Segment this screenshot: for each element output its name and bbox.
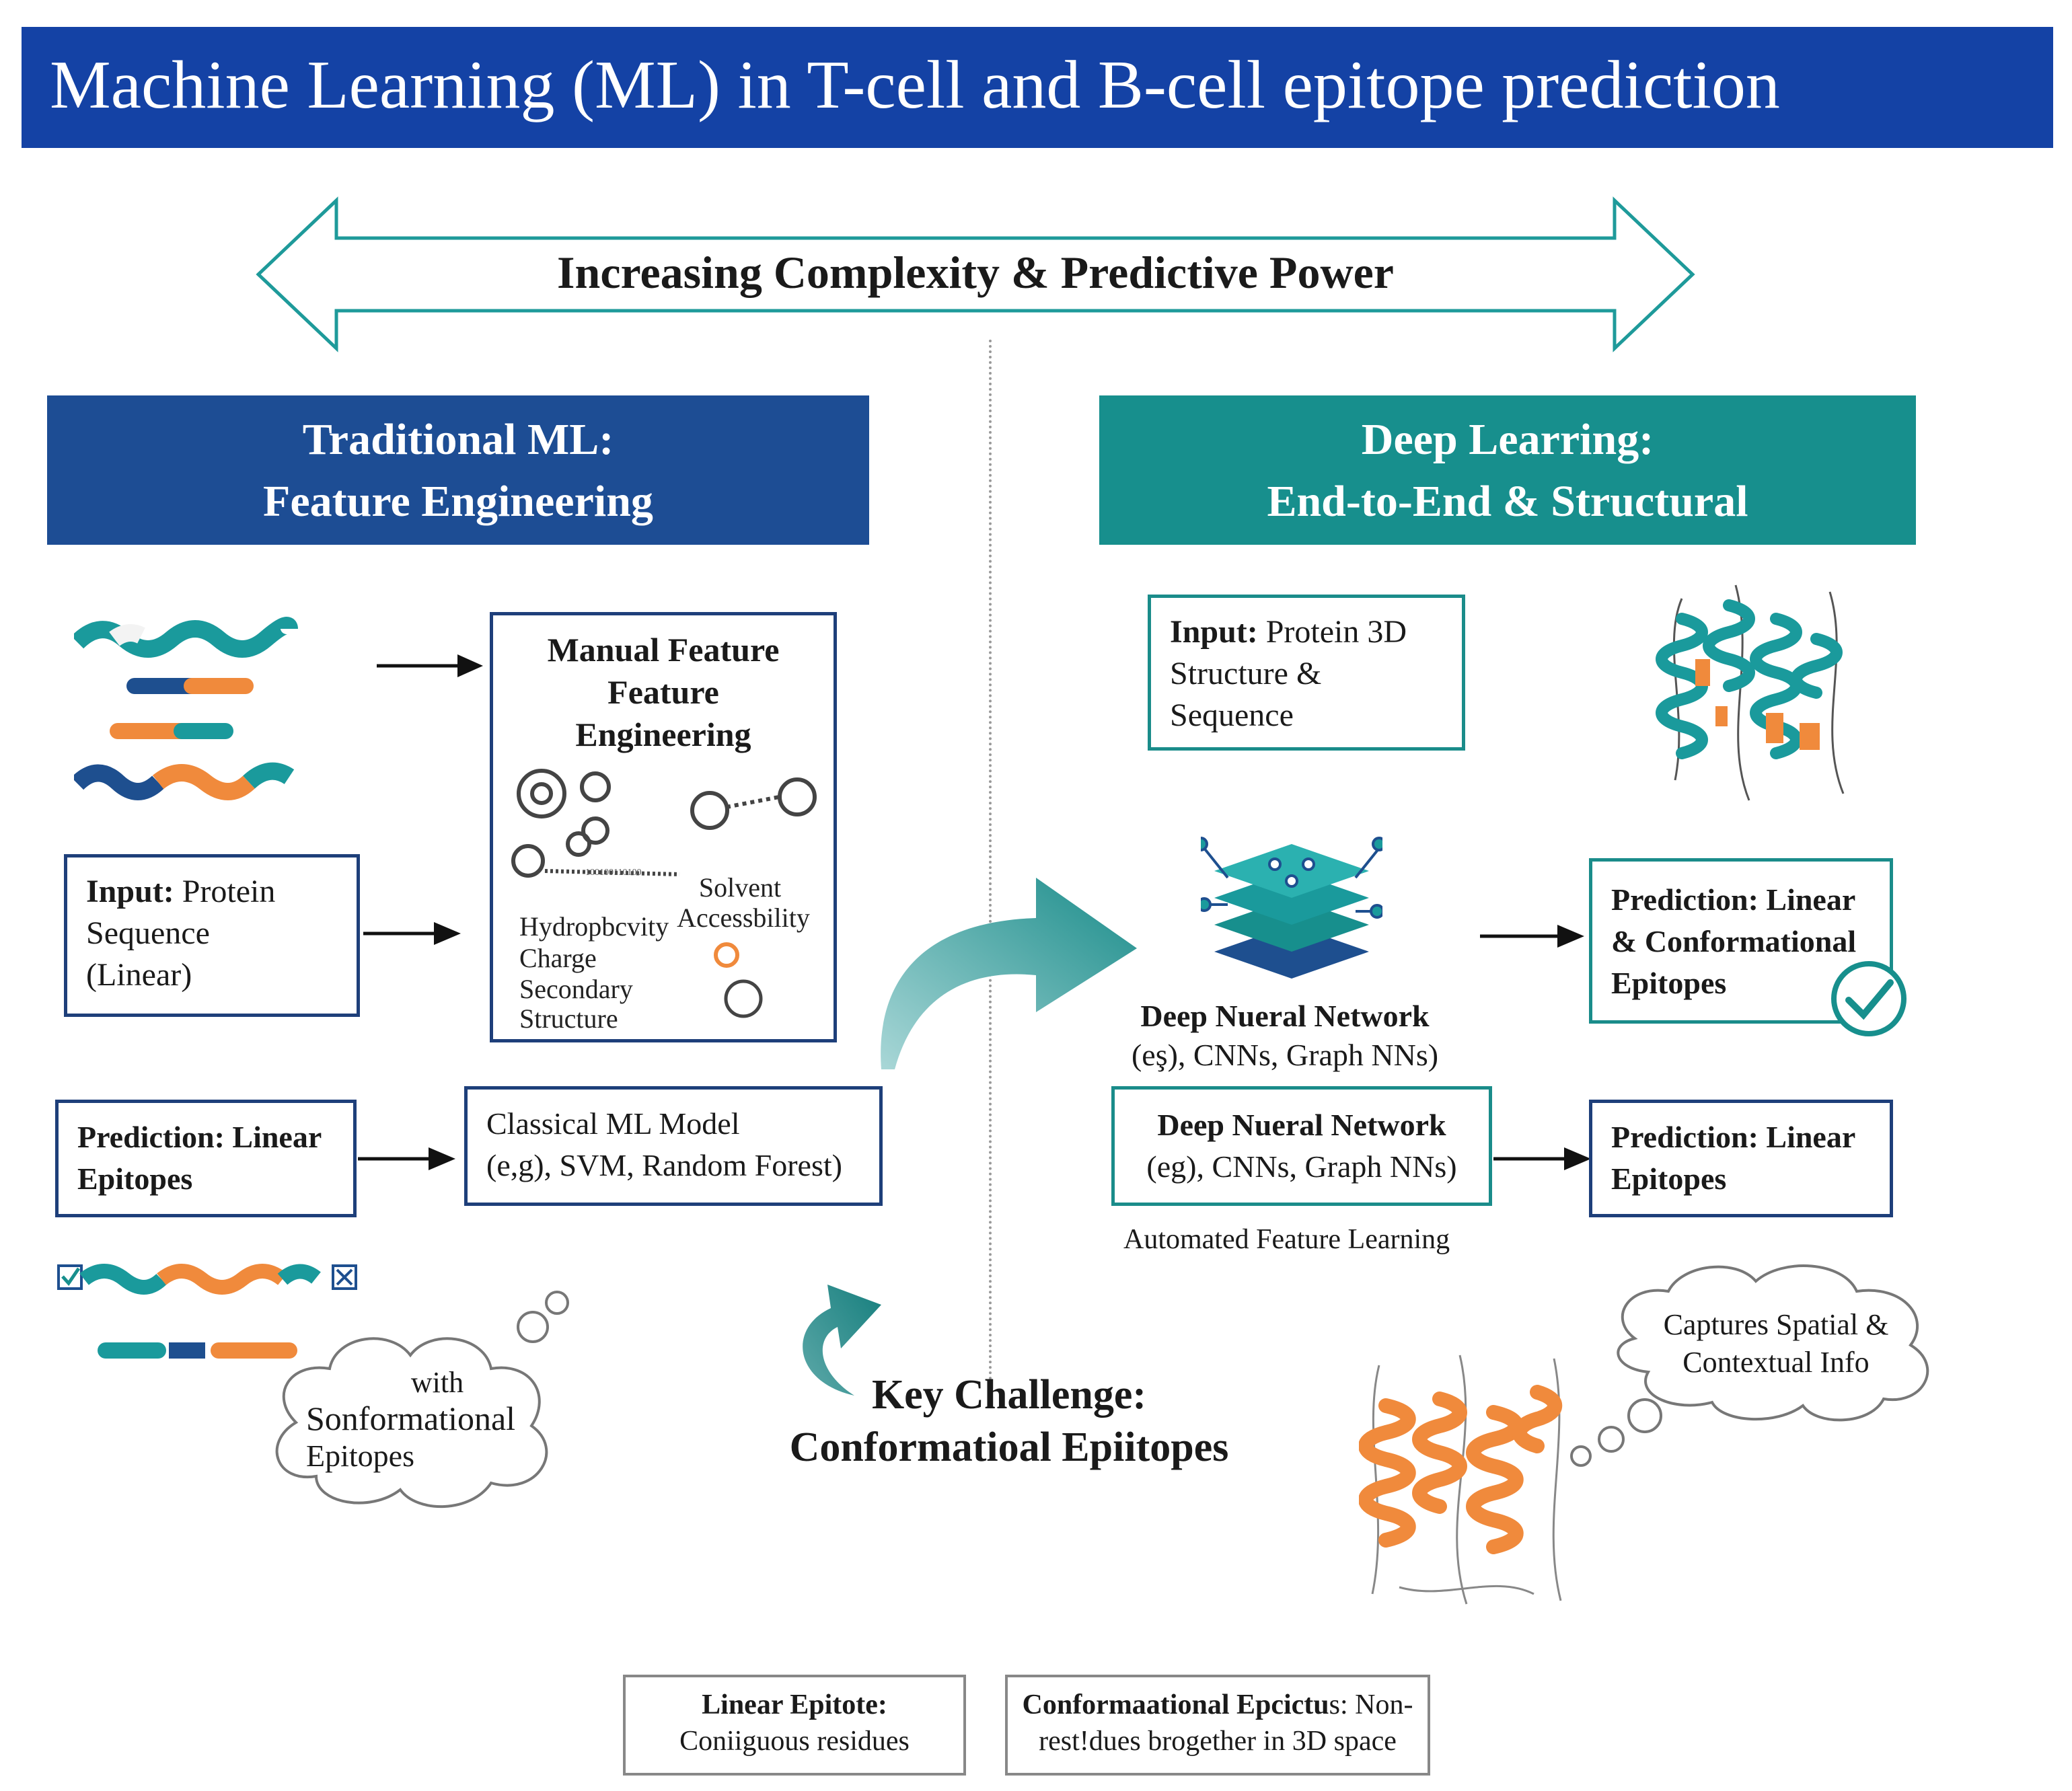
dnn-line: (eg), CNNs, Graph NNs): [1146, 1149, 1457, 1184]
prediction-line: Epitopes: [1611, 1161, 1727, 1196]
feature-hydro: Hydropbcvity: [519, 911, 669, 942]
epitope-wave-icon: [57, 1264, 357, 1359]
right-prediction-conf-box: Prediction: Linear & Conformational Epit…: [1589, 858, 1893, 1024]
legend-line: s: Non-: [1329, 1689, 1413, 1720]
prediction-line: Epitopes: [1611, 966, 1727, 1000]
key-challenge-line: Conformatioal Epiitopes: [789, 1424, 1229, 1470]
feature-accessibility: Accessbility: [677, 903, 810, 933]
deep-learning-header: Deep Learring: End-to-End & Structural: [1099, 395, 1916, 545]
key-challenge-line: Key Challenge:: [871, 1372, 1147, 1418]
dnn-caption: Deep Nueral Network (eş), CNNs, Graph NN…: [1076, 997, 1493, 1075]
manual-feature-line: Feature: [607, 673, 719, 711]
classical-line: Classical ML Model: [486, 1106, 740, 1141]
left-prediction-box: Prediction: Linear Epitopes: [55, 1100, 357, 1217]
header-line: Deep Learring:: [1361, 415, 1654, 464]
gears-icon: [511, 769, 817, 1018]
manual-feature-box: Manual Feature Feature Engineering: [490, 612, 837, 1042]
arrow-right-icon: [1480, 925, 1584, 948]
input-line: Structure &: [1170, 656, 1322, 691]
legend-line: Coniiguous residues: [679, 1726, 910, 1757]
input-text: Protein: [174, 874, 276, 909]
thought-cloud-icon: [1570, 1264, 1929, 1467]
classical-line: (e,g), SVM, Random Forest): [486, 1148, 842, 1182]
header-line: Feature Engineering: [263, 477, 653, 526]
cloud-line: Contextual Info: [1682, 1346, 1870, 1379]
input-line: Sequence: [1170, 697, 1294, 733]
divider: [989, 340, 992, 1402]
input-line: Sequence: [86, 915, 210, 951]
legend-line: rest!dues brogether in 3D space: [1039, 1726, 1397, 1757]
input-line: (Linear): [86, 957, 192, 993]
prediction-line: Prediction: Linear: [1611, 882, 1856, 917]
classical-ml-box: Classical ML Model (e,g), SVM, Random Fo…: [464, 1086, 883, 1206]
cloud-text: with: [410, 1366, 464, 1399]
traditional-ml-header: Traditional ML: Feature Engineering: [47, 395, 869, 545]
binary-label: 100100110100: [585, 868, 642, 878]
cloud-line: Captures Spatial &: [1663, 1308, 1889, 1341]
prediction-line: & Conformational: [1611, 924, 1857, 958]
thought-cloud-icon: [275, 1291, 569, 1508]
feature-secondary: Secondary: [519, 974, 633, 1004]
neural-network-icon: [1201, 837, 1382, 979]
manual-feature-line: Manual Feature: [547, 631, 780, 669]
prediction-line: Prediction: Linear: [1611, 1120, 1856, 1154]
title-bar: Machine Learning (ML) in T-cell and B-ce…: [22, 27, 2053, 148]
prediction-line: Prediction: Linear: [77, 1120, 322, 1154]
dnn-caption-line: Deep Nueral Network: [1140, 999, 1430, 1033]
feature-structure: Structure: [519, 1003, 618, 1034]
header-line: Traditional ML:: [302, 415, 614, 464]
protein-structure-orange-icon: [1359, 1355, 1562, 1605]
input-text: Protein 3D: [1257, 614, 1407, 650]
curved-arrow-small-icon: [803, 1285, 881, 1396]
header-line: End-to-End & Structural: [1267, 477, 1748, 526]
arrow-right-icon: [358, 1147, 455, 1170]
legend-line: Conformaational Epcictu: [1022, 1689, 1329, 1720]
legend-conf-box: Conformaational Epcictus: Non- rest!dues…: [1005, 1675, 1430, 1776]
dnn-box: Deep Nueral Network (eg), CNNs, Graph NN…: [1111, 1086, 1492, 1206]
automated-label: Automated Feature Learning: [1123, 1224, 1450, 1255]
arrow-right-icon: [377, 654, 483, 677]
input-label: Input:: [86, 874, 174, 909]
dnn-line: Deep Nueral Network: [1157, 1108, 1446, 1142]
cloud-text: Sonformational: [306, 1400, 516, 1437]
sequence-strands-icon: [74, 617, 298, 800]
prediction-line: Epitopes: [77, 1161, 193, 1196]
legend-linear-box: Linear Epitote: Coniiguous residues: [623, 1675, 966, 1776]
arrow-right-icon: [1493, 1147, 1591, 1170]
double-arrow-icon: [256, 196, 1695, 352]
legend-line: Linear Epitote:: [702, 1689, 887, 1720]
right-prediction-linear-box: Prediction: Linear Epitopes: [1589, 1100, 1893, 1217]
feature-solvent: Solvent: [698, 872, 782, 903]
key-challenge: Key Challenge: Conformatioal Epiitopes: [740, 1369, 1278, 1474]
curved-arrow-icon: [881, 878, 1137, 1069]
page-title: Machine Learning (ML) in T-cell and B-ce…: [50, 47, 1780, 123]
input-label: Input:: [1170, 614, 1258, 650]
check-circle-icon: [1831, 961, 1907, 1036]
cloud-text: Epitopes: [306, 1439, 414, 1473]
input-3d-box: Input: Protein 3D Structure & Sequence: [1148, 595, 1465, 751]
arrow-label: Increasing Complexity & Predictive Power: [557, 247, 1394, 298]
manual-feature-line: Engineering: [575, 716, 751, 753]
feature-charge: Charge: [519, 943, 597, 973]
dnn-caption-line: (eş), CNNs, Graph NNs): [1131, 1038, 1439, 1072]
input-sequence-box: Input: Protein Sequence (Linear): [64, 854, 360, 1017]
right-cloud-text: Captures Spatial & Contextual Info: [1615, 1306, 1937, 1381]
protein-structure-icon: [1656, 584, 1845, 801]
arrow-right-icon: [363, 922, 461, 945]
